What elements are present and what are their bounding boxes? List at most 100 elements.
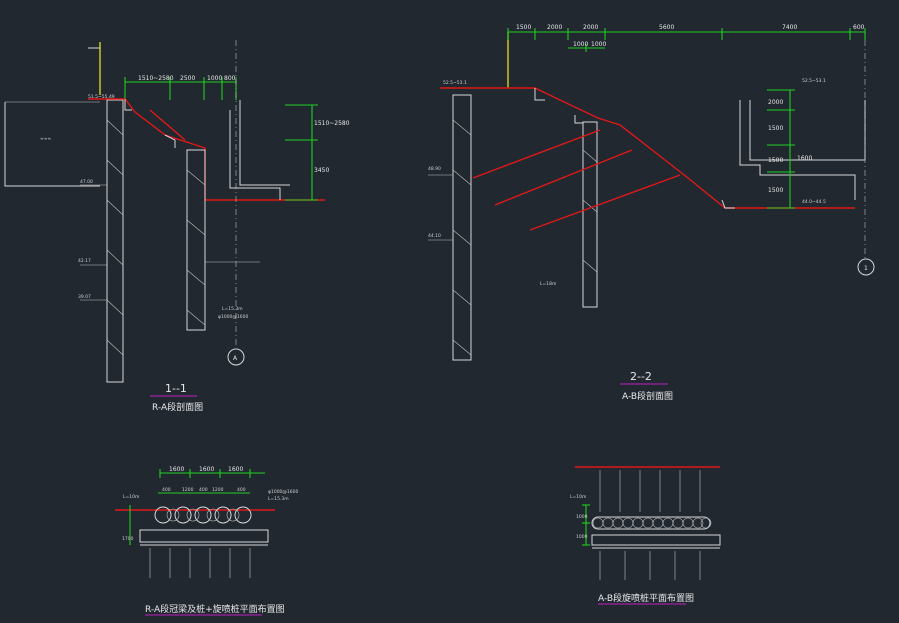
elev-label-1: 51.5~55.49 (88, 94, 115, 100)
pile-circle (234, 506, 252, 524)
jet-grout-circle (662, 517, 674, 529)
hatch (452, 119, 472, 136)
elev-label-3: 42.17 (78, 258, 91, 264)
step (721, 199, 735, 209)
jet-grout-circle (632, 517, 644, 529)
hatch (186, 309, 206, 326)
left-ground-line (4, 102, 100, 187)
axis-label-a: A (233, 355, 238, 362)
plan1-sub-5: 400 (237, 487, 246, 493)
plan-1: 1600 1600 1600 400 1200 400 1200 400 170… (115, 466, 299, 616)
vdim2-label-5: 1600 (797, 155, 812, 162)
section-1-subtitle: R-A段剖面图 (152, 401, 203, 413)
jet-grout-circle (692, 517, 704, 529)
vdim2-label-4: 1500 (768, 187, 783, 194)
pile-circle (174, 506, 192, 524)
cap-beam (139, 529, 269, 543)
step (534, 88, 545, 101)
pile-column-1 (106, 99, 124, 383)
vdim-label-1: 1510~2580 (314, 120, 350, 127)
plan1-sub-3: 400 (199, 487, 208, 493)
hatch (106, 299, 124, 316)
anchor-note: L=18m (540, 281, 556, 287)
hatch (186, 269, 206, 286)
plan-1-title: R-A段冠梁及桩+旋喷桩平面布置图 (145, 603, 285, 615)
hatch (186, 169, 206, 186)
structure-wall-inner (239, 100, 290, 186)
elev2-label-3: 44.10 (428, 233, 441, 239)
pile-note-length: L=15.3m (222, 306, 243, 312)
hatch (452, 169, 472, 186)
jet-grout-circle (622, 517, 634, 529)
step (574, 115, 583, 124)
dim2-label-2: 2000 (547, 24, 562, 31)
jet-grout-circle (672, 517, 684, 529)
hatch (186, 219, 206, 236)
elev-label-2: 47.00 (80, 179, 93, 185)
jet-grout-circle (682, 517, 694, 529)
step (164, 134, 176, 148)
plan1-sub-1: 400 (162, 487, 171, 493)
elev2-label-4: 44.0~44.5 (802, 199, 826, 205)
dim2-sub-2: 1000 (591, 41, 606, 48)
dim-label-3: 1000 (207, 75, 222, 82)
axis-bubble-1 (857, 258, 875, 276)
jet-grout-circle (652, 517, 664, 529)
pile-column-2 (186, 149, 206, 331)
vdim-label-2: 3450 (314, 167, 329, 174)
plan1-dim-3: 1600 (228, 466, 243, 473)
plan1-dim-1: 1600 (169, 466, 184, 473)
vdim2-label-2: 1500 (768, 125, 783, 132)
pile-note-dia: φ1000@1600 (218, 314, 249, 320)
jet-grout-circle (226, 508, 240, 522)
jet-grout-circle (602, 517, 614, 529)
jet-grout-circle (206, 508, 220, 522)
pile-circle (214, 506, 232, 524)
hatch (452, 339, 472, 356)
dim-label-4: 800 (224, 75, 236, 82)
jet-grout-circle (700, 517, 712, 529)
anchor-2c (529, 174, 681, 231)
section-1-1: ≈≈≈ 51.5~55.49 47.00 42.17 39.07 1510~25… (4, 40, 350, 413)
section-1-title: 1--1 (165, 382, 187, 395)
pile-column-3 (452, 94, 472, 361)
plan1-side-label: 1700 (122, 536, 134, 542)
cap-beam-2 (591, 534, 721, 546)
dim2-label-5: 7400 (782, 24, 797, 31)
plan1-dim-2: 1600 (199, 466, 214, 473)
jet-grout-circle (612, 517, 624, 529)
dim-label-2: 2500 (180, 75, 195, 82)
plan2-side-label-1: 1000 (576, 514, 588, 520)
section-2-title: 2--2 (630, 370, 652, 383)
dim2-label-3: 2000 (583, 24, 598, 31)
hatch (106, 119, 124, 136)
dim2-sub-1: 1000 (573, 41, 588, 48)
slope-line-2 (440, 87, 855, 209)
hatch (106, 199, 124, 216)
vdim2-label-3: 1500 (768, 157, 783, 164)
dim2-label-4: 5600 (659, 24, 674, 31)
structure-2 (739, 100, 856, 200)
jet-grout-row (591, 516, 711, 530)
hatch (452, 289, 472, 306)
section-2-2: 1500 2000 2000 5600 7400 600 1000 1000 2… (428, 24, 875, 402)
axis-bubble-a (227, 348, 245, 366)
plan1-left-note: L=10m (123, 494, 139, 500)
plan1-pile-note: φ1000@1600 (268, 489, 299, 495)
jet-grout-circle (186, 508, 200, 522)
pile-column-4 (582, 121, 598, 308)
anchor-2a (472, 129, 601, 179)
elev-label-4: 39.07 (78, 294, 91, 300)
elev2-label-1: 52.5~53.1 (443, 80, 467, 86)
hatch (582, 259, 598, 273)
plan-2: 1000 1000 L=10m A-B段旋喷桩平面布置图 (570, 466, 721, 605)
elev2-label-2: 48.90 (428, 166, 441, 172)
axis-label-1: 1 (864, 265, 868, 272)
jet-grout-circle (166, 508, 180, 522)
plan-2-title: A-B段旋喷桩平面布置图 (598, 592, 694, 604)
dim2-label-1: 1500 (516, 24, 531, 31)
plan1-sub-2: 1200 (182, 487, 194, 493)
jet-grout-circle (642, 517, 654, 529)
vdim2-label-1: 2000 (768, 99, 783, 106)
